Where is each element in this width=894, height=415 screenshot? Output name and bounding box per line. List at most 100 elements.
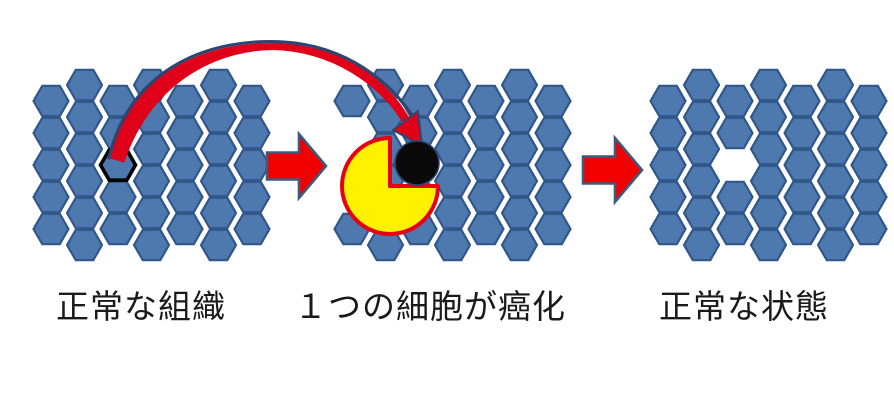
hexagon-cell: [433, 100, 472, 134]
hexagon-cell: [500, 132, 539, 166]
hexagon-cell: [649, 212, 687, 246]
hexagon-cell: [850, 84, 888, 118]
hexagon-cell: [166, 180, 204, 214]
hexagon-cell: [233, 148, 271, 182]
hexagon-cell: [649, 180, 687, 214]
hexagon-cell: [783, 148, 821, 182]
hexagon-cell: [749, 228, 788, 262]
hexagon-cell: [816, 196, 855, 230]
hexagon-cell: [166, 148, 204, 182]
hexagon-cell: [99, 180, 137, 214]
hexagon-cell: [65, 132, 104, 166]
hexagon-cell: [199, 68, 238, 102]
hexagon-cell: [166, 212, 204, 246]
hexagon-cell: [716, 116, 754, 150]
hexagon-cell: [500, 228, 539, 262]
hexagon-cell: [65, 100, 104, 134]
hexagon-cell: [199, 100, 238, 134]
hexagon-cell: [199, 132, 238, 166]
panel-label-normal-tissue: 正常な組織: [56, 288, 226, 325]
curved-arrow-top-edge: [107, 40, 415, 160]
hexagon-cell: [682, 68, 721, 102]
hexagon-cell: [682, 196, 721, 230]
hexagon-cell: [233, 180, 271, 214]
hexagon-cell: [132, 228, 171, 262]
hexagon-cell: [749, 164, 788, 198]
cancer-cell-circle: [394, 140, 440, 186]
normal-tissue-hex-grid: [32, 68, 271, 262]
hexagon-cell: [333, 84, 371, 118]
hexagon-cell: [166, 116, 204, 150]
hexagon-cell: [233, 212, 271, 246]
hexagon-cell: [749, 132, 788, 166]
right-block-arrow-icon-1: [265, 130, 328, 202]
hexagon-cell: [783, 116, 821, 150]
hexagon-cell: [166, 84, 204, 118]
panel-label-normal-state: 正常な状態: [659, 288, 829, 325]
hexagon-cell: [132, 132, 171, 166]
hexagon-cell: [649, 116, 687, 150]
hexagon-cell: [850, 180, 888, 214]
hexagon-cell: [534, 148, 572, 182]
hexagon-cell: [233, 116, 271, 150]
hexagon-cell: [682, 132, 721, 166]
hexagon-cell: [99, 212, 137, 246]
hexagon-cell: [850, 148, 888, 182]
curved-arrow: [107, 40, 423, 163]
hexagon-cell: [749, 100, 788, 134]
hexagon-cell: [433, 132, 472, 166]
hexagon-cell: [816, 228, 855, 262]
hexagon-cell: [233, 84, 271, 118]
hexagon-cell: [467, 148, 505, 182]
hexagon-cell: [816, 100, 855, 134]
hexagon-cell: [816, 132, 855, 166]
hexagon-cell: [132, 196, 171, 230]
hexagon-cell: [32, 148, 70, 182]
immune-cell-pacman: [340, 136, 440, 236]
hexagon-cell: [649, 84, 687, 118]
hexagon-cell: [500, 68, 539, 102]
hexagon-cell: [716, 84, 754, 118]
hexagon-cell: [682, 100, 721, 134]
hexagon-cell: [783, 212, 821, 246]
panel-label-cell-becomes-cancerous: １つの細胞が癌化: [294, 288, 566, 325]
hexagon-cell: [199, 196, 238, 230]
hexagon-cell: [850, 116, 888, 150]
hexagon-cell: [682, 228, 721, 262]
hexagon-cell: [816, 68, 855, 102]
hexagon-cell: [433, 68, 472, 102]
hexagon-cell: [749, 196, 788, 230]
curved-arrowhead-icon: [392, 110, 423, 147]
hexagon-cell: [433, 196, 472, 230]
normal-state-hex-grid: [649, 68, 888, 262]
right-block-arrow-icon-2: [581, 134, 644, 206]
hexagon-cell: [32, 180, 70, 214]
hexagon-cell: [534, 116, 572, 150]
hexagon-cell: [65, 68, 104, 102]
hexagon-cell: [433, 164, 472, 198]
hexagon-cell: [816, 164, 855, 198]
hexagon-cell: [749, 68, 788, 102]
hexagon-cell: [467, 212, 505, 246]
hexagon-cell: [132, 164, 171, 198]
hexagon-cell: [467, 116, 505, 150]
hexagon-cell: [850, 212, 888, 246]
hexagon-cell: [649, 148, 687, 182]
hexagon-cell: [32, 116, 70, 150]
hexagon-cell: [65, 164, 104, 198]
hexagon-cell: [716, 212, 754, 246]
hexagon-cell: [534, 84, 572, 118]
hexagon-cell: [783, 84, 821, 118]
hexagon-cell: [500, 100, 539, 134]
hexagon-cell: [65, 228, 104, 262]
hexagon-cell: [783, 180, 821, 214]
hexagon-cell: [32, 212, 70, 246]
hexagon-cell: [534, 180, 572, 214]
hexagon-cell: [199, 164, 238, 198]
hexagon-cell: [32, 84, 70, 118]
hexagon-cell: [500, 164, 539, 198]
hexagon-cell: [65, 196, 104, 230]
hexagon-cell: [433, 228, 472, 262]
